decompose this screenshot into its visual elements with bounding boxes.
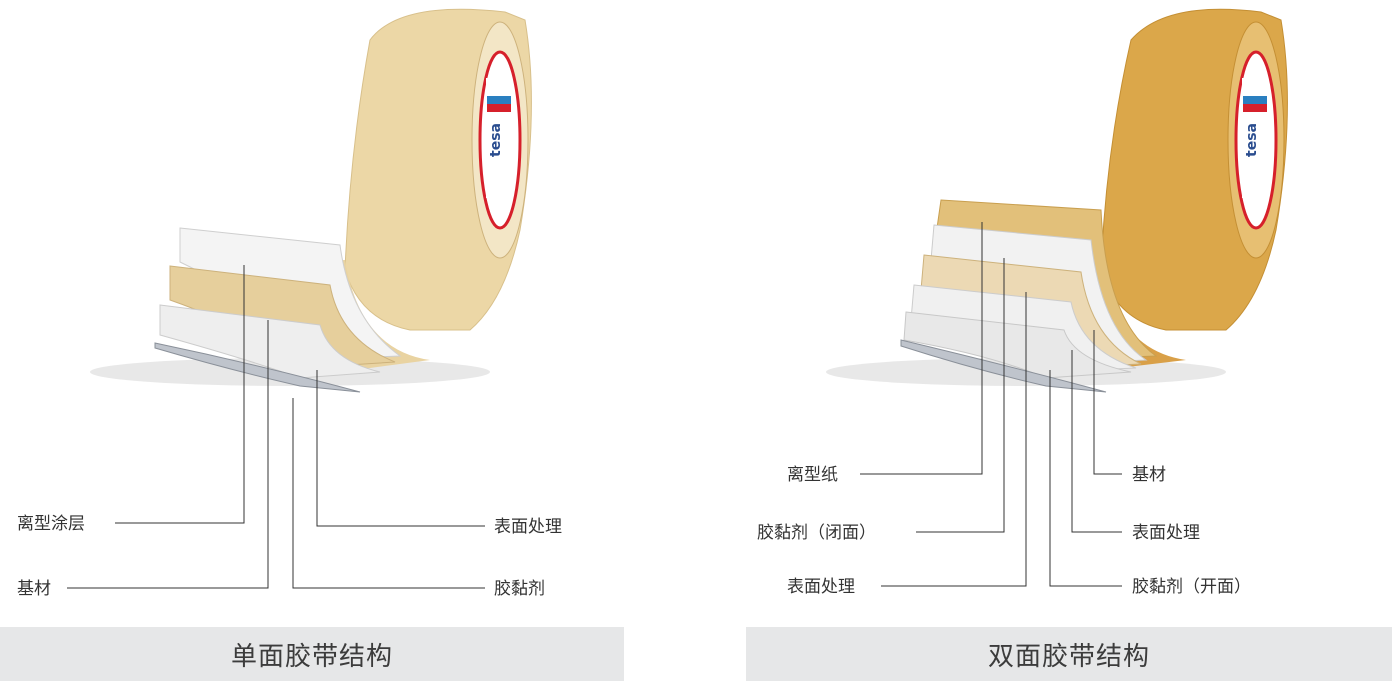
- adhesive-layer: [154, 342, 361, 393]
- caption-single-sided: 单面胶带结构: [230, 641, 393, 672]
- single-sided-tape-illustration: tesa: [67, 8, 532, 589]
- label-base-material: 基材: [17, 579, 51, 599]
- brand-logo: tesa: [1244, 123, 1260, 157]
- label-release-coating: 离型涂层: [17, 514, 85, 534]
- label-adhesive-open: 胶黏剂（开面）: [1132, 577, 1251, 597]
- caption-bar-double: 双面胶带结构: [746, 627, 1392, 681]
- brand-logo: tesa: [488, 123, 504, 157]
- label-surface-treatment: 表面处理: [494, 517, 562, 537]
- label-surface-treatment-1: 表面处理: [787, 577, 855, 597]
- caption-bar-single: 单面胶带结构: [0, 627, 624, 681]
- leader-lines: [860, 222, 1122, 587]
- label-surface-treatment-2: 表面处理: [1132, 523, 1200, 543]
- double-sided-tape-diagram: tesa 离型纸 胶黏剂（闭面） 表面处理 基材 表面处理 胶黏剂（开面） 双面…: [746, 0, 1392, 681]
- leader-lines: [67, 265, 485, 589]
- label-base-material: 基材: [1132, 465, 1166, 485]
- brand-stripe-blue-icon: [487, 96, 511, 104]
- single-sided-tape-diagram: tesa 离型涂层 基材 表面处理 胶黏剂 单面胶带结构: [0, 0, 624, 681]
- caption-double-sided: 双面胶带结构: [987, 641, 1150, 672]
- label-adhesive: 胶黏剂: [494, 579, 545, 599]
- label-release-paper: 离型纸: [787, 465, 838, 485]
- brand-stripe-blue-icon: [1243, 96, 1267, 104]
- label-adhesive-closed: 胶黏剂（闭面）: [757, 523, 876, 543]
- brand-stripe-red-icon: [1243, 104, 1267, 112]
- brand-stripe-red-icon: [487, 104, 511, 112]
- double-sided-tape-illustration: tesa: [826, 8, 1288, 587]
